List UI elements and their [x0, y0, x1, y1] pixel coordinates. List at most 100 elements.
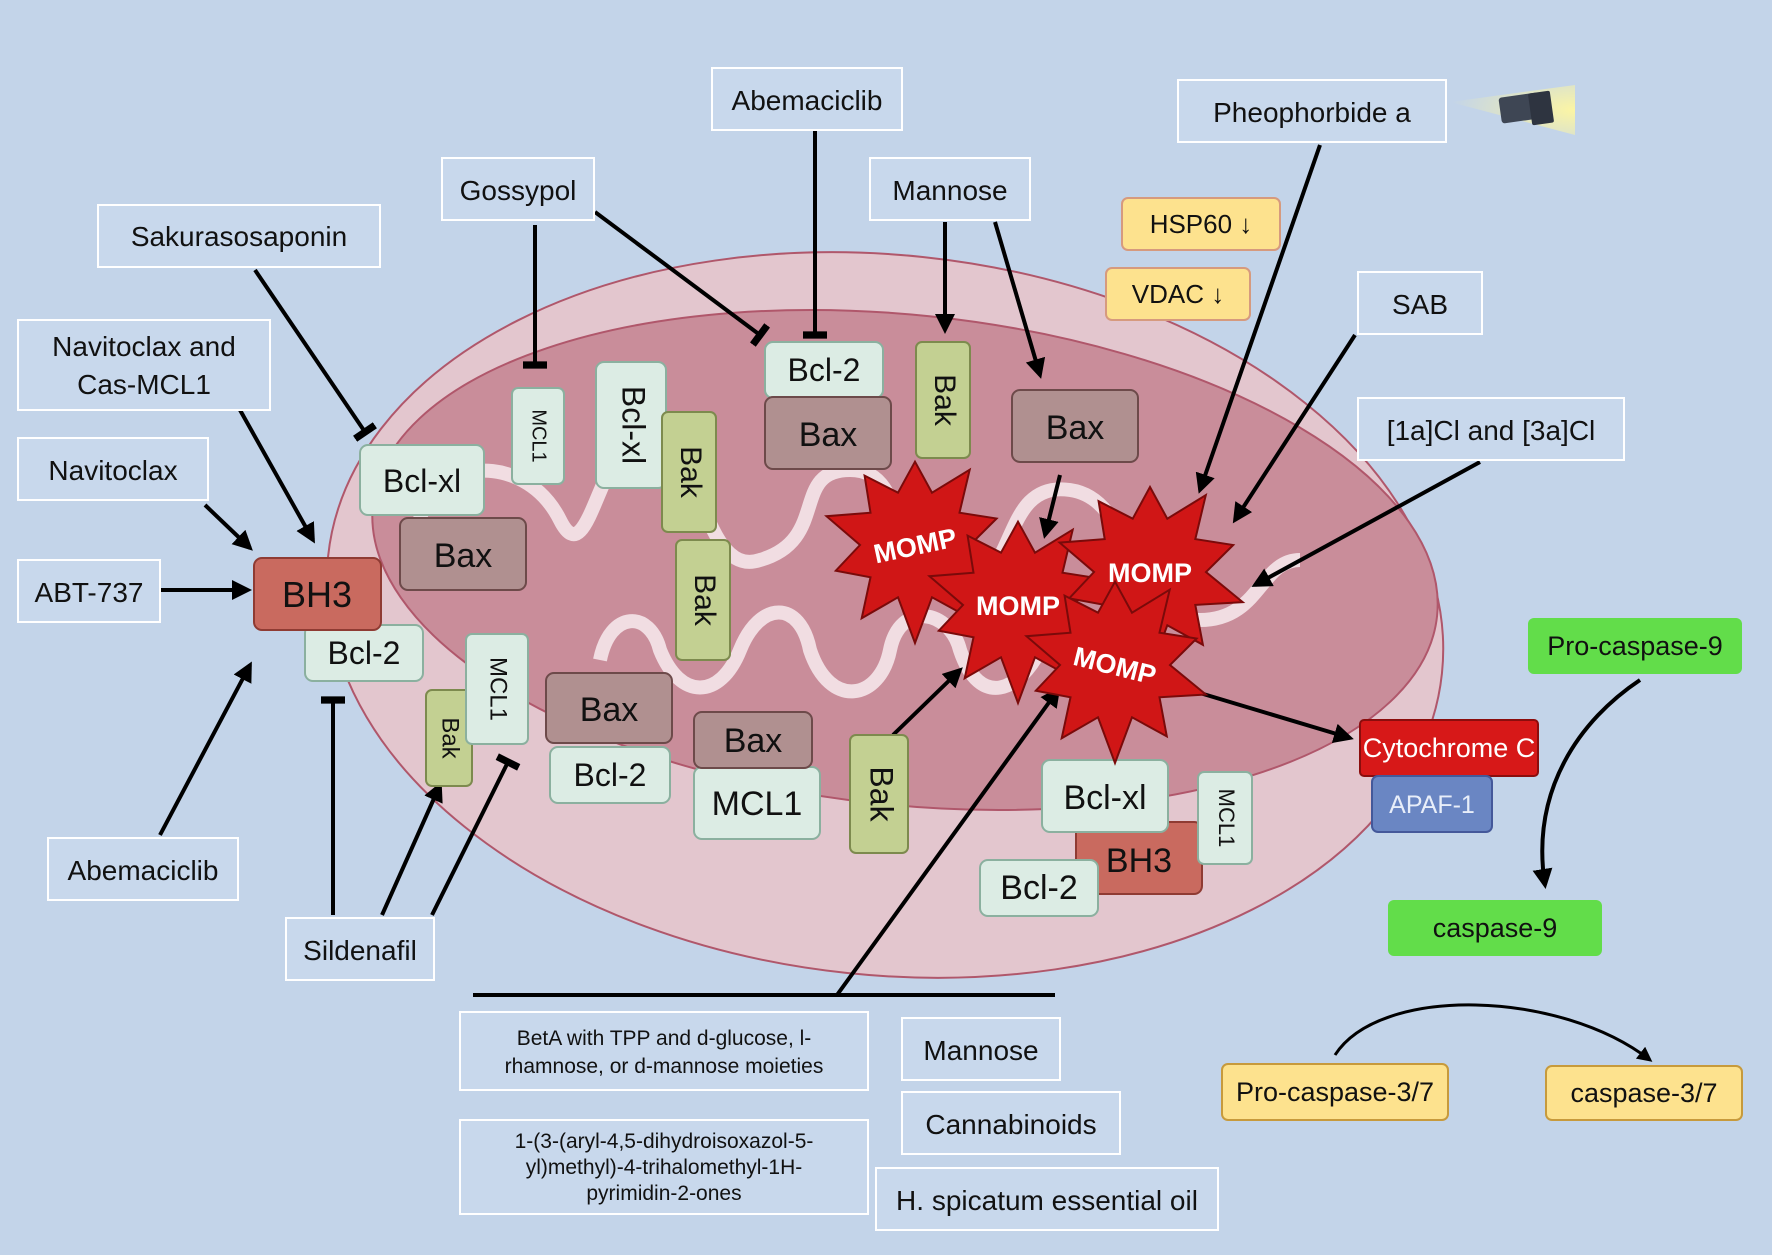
svg-text:Cytochrome C: Cytochrome C: [1363, 733, 1536, 763]
momp-star-4: MOMP: [1024, 579, 1209, 766]
svg-text:Bcl-2: Bcl-2: [328, 635, 401, 671]
svg-text:Gossypol: Gossypol: [460, 175, 577, 206]
svg-text:Mannose: Mannose: [892, 175, 1007, 206]
protein-bax-top: Bax: [764, 396, 892, 470]
svg-text:Bax: Bax: [434, 537, 493, 575]
svg-text:MCL1: MCL1: [712, 785, 803, 823]
light-source-1-icon: [1450, 85, 1575, 135]
momp-cytochrome-arrow: [1189, 688, 1354, 743]
gossypol-bcl2-inhibition: [593, 210, 771, 347]
svg-text:Abemaciclib: Abemaciclib: [732, 85, 883, 116]
cascade-pro-caspase37: Pro-caspase-3/7: [1221, 1063, 1449, 1121]
svg-text:Bak: Bak: [864, 766, 900, 822]
drug-navitoclax-cas-mcl1: Navitoclax and Cas-MCL1: [17, 319, 271, 411]
drug-cl-complex: [1a]Cl and [3a]Cl: [1357, 397, 1625, 461]
svg-text:Bak: Bak: [928, 374, 961, 427]
protein-bax-3: Bax: [693, 711, 813, 769]
protein-bak-4: Bak: [849, 734, 909, 854]
svg-text:[1a]Cl and [3a]Cl: [1a]Cl and [3a]Cl: [1387, 415, 1596, 446]
protein-bclxl-3: Bcl-xl: [1041, 759, 1169, 833]
sildenafil-bak-arrow: [380, 781, 443, 916]
svg-text:pyrimidin-2-ones: pyrimidin-2-ones: [586, 1182, 741, 1205]
svg-text:Abemaciclib: Abemaciclib: [68, 855, 219, 886]
drug-cannabinoids: Cannabinoids: [901, 1091, 1121, 1155]
svg-text:Bcl-2: Bcl-2: [574, 757, 647, 793]
drug-gossypol: Gossypol: [441, 157, 595, 221]
svg-text:yl)methyl)-4-trihalomethyl-1H-: yl)methyl)-4-trihalomethyl-1H-: [526, 1156, 803, 1179]
svg-text:Pheophorbide a: Pheophorbide a: [1213, 97, 1411, 128]
drug-pheophorbide: Pheophorbide a: [1177, 79, 1447, 143]
protein-bclxl-2: Bcl-xl: [595, 361, 667, 489]
cascade-cytochrome-c: Cytochrome C: [1359, 719, 1539, 777]
protein-bcl2-top: Bcl-2: [764, 341, 884, 399]
cascade-caspase37: caspase-3/7: [1545, 1065, 1743, 1121]
drug-navitoclax: Navitoclax: [17, 437, 209, 501]
bottom-drugs-arrow: [835, 686, 1061, 997]
svg-text:APAF-1: APAF-1: [1389, 791, 1475, 819]
svg-text:rhamnose, or d-mannose moietie: rhamnose, or d-mannose moieties: [505, 1055, 824, 1078]
svg-text:Bcl-xl: Bcl-xl: [616, 386, 652, 464]
protein-bak-top: Bak: [915, 341, 971, 459]
svg-text:Pro-caspase-3/7: Pro-caspase-3/7: [1236, 1077, 1434, 1107]
svg-text:Bcl-2: Bcl-2: [788, 352, 861, 388]
svg-text:Pro-caspase-9: Pro-caspase-9: [1547, 631, 1723, 661]
svg-text:Sildenafil: Sildenafil: [303, 935, 417, 966]
cascade-caspase9: caspase-9: [1388, 900, 1602, 956]
cascade-apaf1: APAF-1: [1371, 775, 1493, 833]
drug-beta-tpp: BetA with TPP and d-glucose, l- rhamnose…: [459, 1011, 869, 1091]
procaspase9-caspase9-arrow: [1532, 678, 1642, 889]
cascade-pro-caspase9: Pro-caspase-9: [1528, 618, 1742, 674]
svg-text:Navitoclax: Navitoclax: [48, 455, 177, 486]
svg-text:Cannabinoids: Cannabinoids: [925, 1109, 1096, 1140]
drug-abemaciclib-top: Abemaciclib: [711, 67, 903, 131]
drug-pyrimidinones: 1-(3-(aryl-4,5-dihydroisoxazol-5- yl)met…: [459, 1119, 869, 1215]
bak-momp-arrow: [891, 667, 963, 737]
svg-text:caspase-3/7: caspase-3/7: [1570, 1078, 1717, 1108]
svg-text:Bax: Bax: [724, 722, 783, 760]
svg-text:1-(3-(aryl-4,5-dihydroisoxazol: 1-(3-(aryl-4,5-dihydroisoxazol-5-: [515, 1130, 814, 1153]
protein-bax-1: Bax: [399, 517, 527, 591]
svg-text:HSP60 ↓: HSP60 ↓: [1150, 209, 1253, 239]
svg-text:BetA with TPP and d-glucose, l: BetA with TPP and d-glucose, l-: [517, 1027, 812, 1050]
drug-sildenafil: Sildenafil: [285, 917, 435, 981]
protein-bax-right: Bax: [1011, 389, 1139, 463]
bax-right-momp-arrow: [1039, 474, 1062, 539]
procaspase37-caspase37-arrow: [1333, 1003, 1653, 1062]
marker-hsp60: HSP60 ↓: [1121, 197, 1281, 251]
svg-text:MCL1: MCL1: [1214, 789, 1239, 848]
protein-bh3-right: BH3: [1075, 821, 1203, 895]
svg-text:VDAC ↓: VDAC ↓: [1132, 279, 1224, 309]
connectors: [158, 130, 1653, 1062]
svg-text:MCL1: MCL1: [528, 409, 550, 462]
svg-text:caspase-9: caspase-9: [1433, 913, 1558, 943]
svg-text:Cas-MCL1: Cas-MCL1: [77, 369, 211, 400]
svg-text:Bak: Bak: [674, 446, 707, 499]
svg-text:BH3: BH3: [1106, 842, 1172, 880]
pheophorbide-arrow: [1195, 144, 1322, 494]
protein-bclxl-1: Bcl-xl: [359, 444, 485, 516]
drug-mannose-top: Mannose: [869, 157, 1031, 221]
svg-text:Bax: Bax: [580, 691, 639, 729]
drug-abt737: ABT-737: [17, 559, 161, 623]
svg-text:H. spicatum essential oil: H. spicatum essential oil: [896, 1185, 1198, 1216]
protein-mcl1-2: MCL1: [465, 633, 529, 745]
momp-label: MOMP: [976, 591, 1060, 621]
protein-bcl2-mid: Bcl-2: [549, 746, 671, 804]
drug-sab: SAB: [1357, 271, 1483, 335]
svg-text:BH3: BH3: [282, 574, 352, 615]
cl-complex-arrow: [1251, 460, 1481, 587]
protein-mcl1-4: MCL1: [1197, 771, 1253, 865]
protein-mcl1-1: MCL1: [511, 387, 565, 485]
protein-bh3-left: BH3: [253, 557, 382, 631]
sakurasosaponin-inhibition: [253, 268, 377, 442]
sildenafil-mcl1-inhibition: [430, 753, 521, 916]
svg-text:SAB: SAB: [1392, 289, 1448, 320]
svg-text:Bak: Bak: [688, 574, 721, 627]
drug-sakurasosaponin: Sakurasosaponin: [97, 204, 381, 268]
sab-arrow: [1232, 333, 1357, 524]
svg-text:Bcl-xl: Bcl-xl: [383, 463, 461, 499]
svg-text:Navitoclax and: Navitoclax and: [52, 331, 236, 362]
protein-bak-1: Bak: [661, 411, 717, 533]
